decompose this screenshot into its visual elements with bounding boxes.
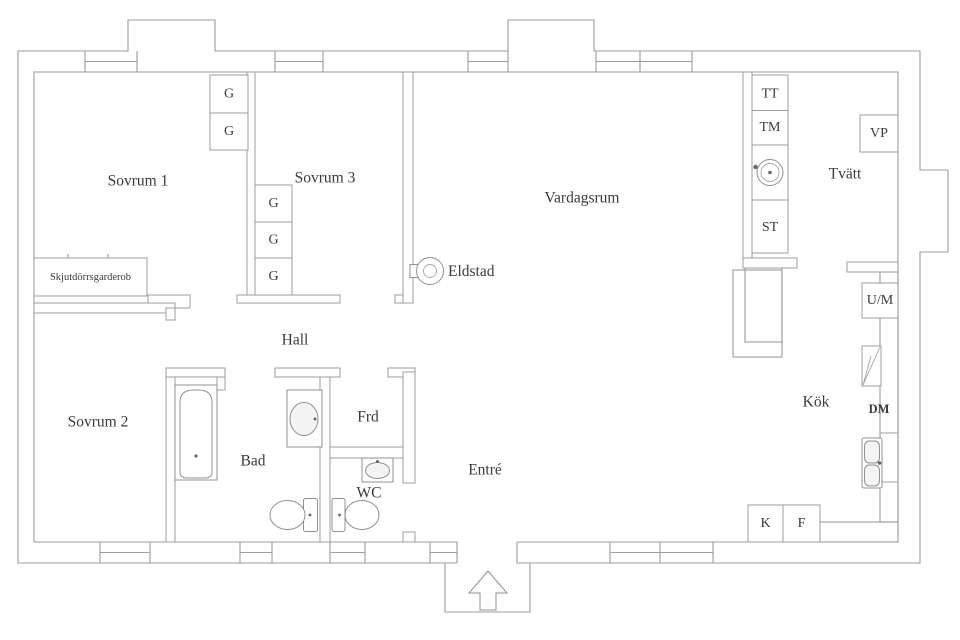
fridge-box: [747, 504, 784, 543]
window-symbol: [609, 542, 661, 563]
fireplace-label: Eldstad: [448, 263, 495, 280]
stove-icon: [861, 345, 882, 387]
wardrobe-label: G: [268, 233, 278, 248]
freezer-box: [782, 504, 821, 543]
fridge-label: K: [760, 516, 770, 531]
toilet-icon: [331, 498, 380, 532]
oven-microwave-label: U/M: [867, 293, 894, 308]
room-label-bad: Bad: [241, 453, 266, 470]
room-label-sovrum2: Sovrum 2: [68, 414, 129, 431]
wc-sink-icon: [361, 457, 394, 483]
room-label-entre: Entré: [468, 462, 502, 479]
window-symbol: [239, 542, 273, 563]
interior-walls: [33, 71, 899, 543]
bathroom-sink-icon: [286, 389, 323, 448]
window-symbol: [329, 542, 366, 563]
entrance-arrow-icon: [467, 570, 509, 611]
room-label-frd: Frd: [357, 409, 379, 426]
wardrobe-label: G: [224, 124, 234, 139]
wardrobe-label: G: [268, 196, 278, 211]
water-heater-box: [859, 114, 899, 153]
laundry-sink-icon: [753, 159, 784, 186]
window-symbol: [429, 542, 457, 563]
room-label-wc: WC: [357, 485, 382, 502]
window-symbol: [84, 51, 138, 72]
wardrobe-label: G: [268, 269, 278, 284]
room-label-tvatt: Tvätt: [829, 166, 862, 183]
toilet-icon: [269, 498, 318, 532]
water-heater-label: VP: [870, 126, 888, 141]
window-symbol: [99, 542, 151, 563]
window-symbol: [660, 542, 714, 563]
wardrobe-cabinet: [254, 184, 293, 296]
dishwasher-label: DM: [869, 402, 890, 416]
dryer-label: TT: [761, 87, 779, 102]
wardrobe-label: G: [224, 87, 234, 102]
sliding-wardrobe: [33, 254, 148, 297]
kitchen-counter-bottom: [819, 521, 899, 543]
room-label-sovrum1: Sovrum 1: [108, 173, 169, 190]
fireplace-icon: [409, 257, 444, 285]
room-label-vardagsrum: Vardagsrum: [545, 190, 620, 207]
kitchen-counter-island: [732, 261, 783, 358]
oven-microwave-box: [861, 282, 899, 319]
labels: Sovrum 1 Sovrum 3 Vardagsrum Tvätt Sovru…: [50, 87, 894, 532]
window-symbol: [467, 51, 509, 72]
laundry-bench-label: ST: [762, 220, 779, 235]
kitchen-sink-icon: [861, 437, 883, 489]
sliding-wardrobe-label: Skjutdörrsgarderob: [50, 272, 131, 283]
room-label-hall: Hall: [282, 332, 309, 349]
bathtub-icon: [174, 384, 218, 481]
exterior-wall: [17, 19, 949, 613]
freezer-label: F: [798, 516, 806, 531]
wardrobe-cabinet: [209, 74, 249, 151]
room-label-kok: Kök: [803, 394, 830, 411]
washing-machine-label: TM: [760, 120, 782, 135]
window-symbol: [274, 51, 324, 72]
room-label-sovrum3: Sovrum 3: [295, 170, 356, 187]
window-symbol: [595, 51, 641, 72]
window-symbol: [640, 51, 693, 72]
